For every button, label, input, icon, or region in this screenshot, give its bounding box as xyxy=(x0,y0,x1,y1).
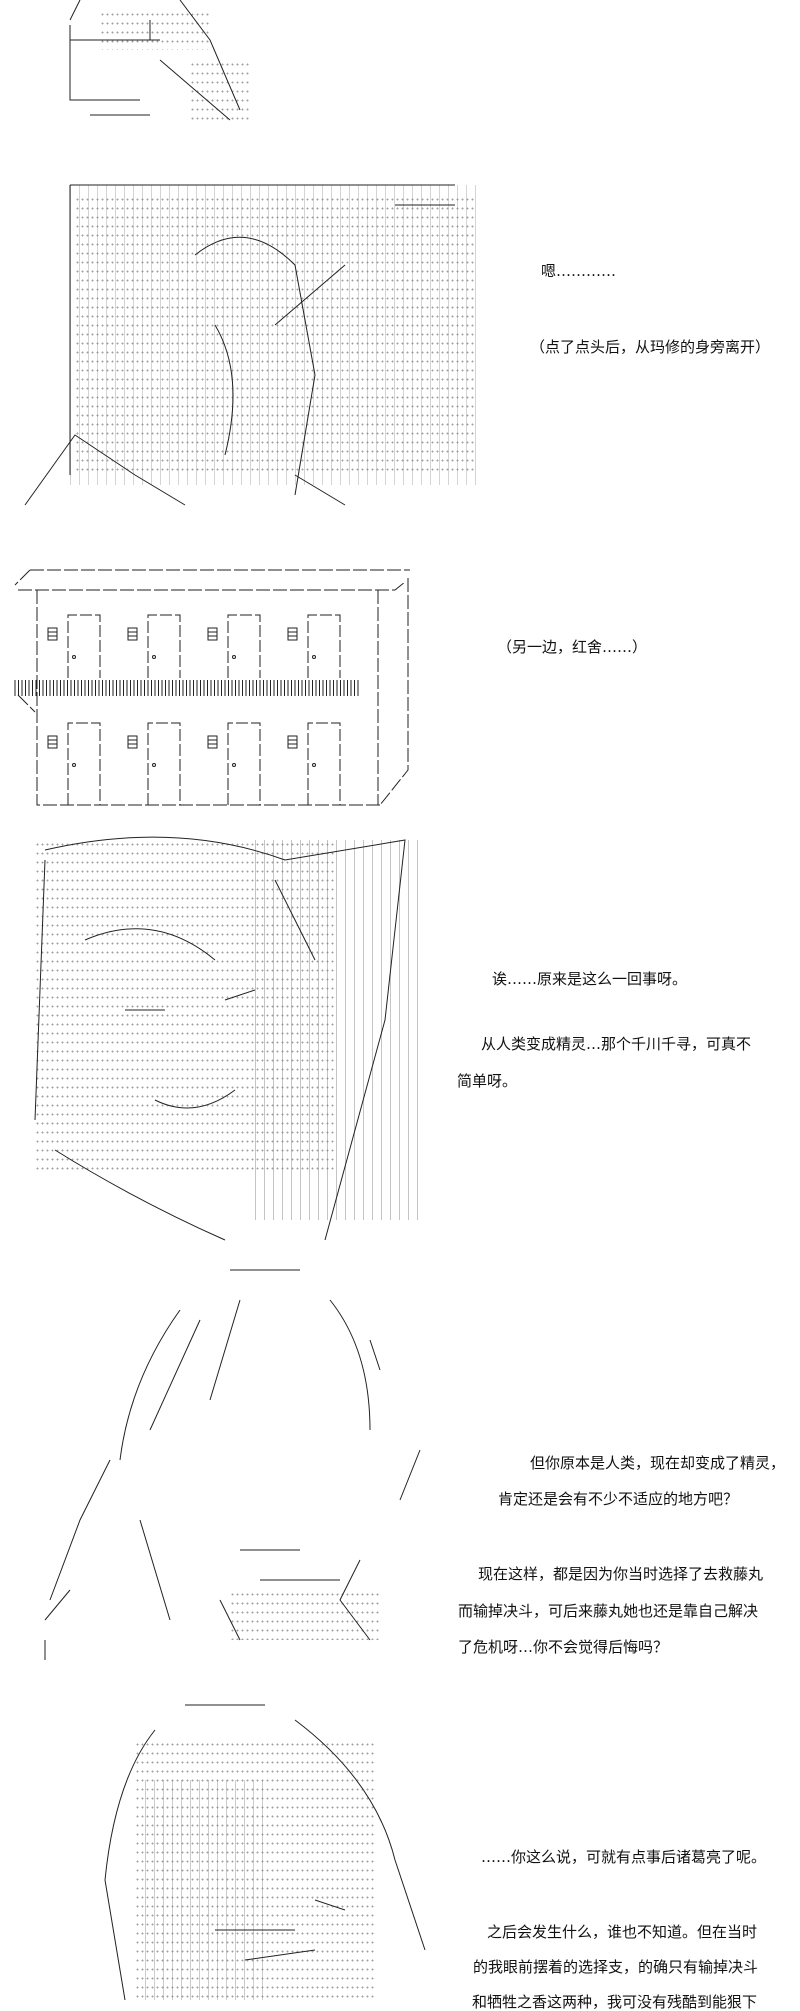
dialogue-line: 但你原本是人类，现在却变成了精灵， xyxy=(530,1454,786,1472)
ascii-art-panel-6 xyxy=(95,1700,435,2000)
dialogue-line: 了危机呀…你不会觉得后悔吗？ xyxy=(458,1638,669,1656)
dialogue-line: 诶……原来是这么一回事呀。 xyxy=(492,970,688,988)
narration-line: （点了点头后，从玛修的身旁离开） xyxy=(530,338,771,356)
dialogue-line: ……你这么说，可就有点事后诸葛亮了呢。 xyxy=(481,1848,767,1866)
dialogue-line: 之后会发生什么，谁也不知道。但在当时 xyxy=(487,1923,758,1941)
ascii-art-panel-4 xyxy=(25,820,425,1250)
ascii-art-panel-2 xyxy=(15,175,480,520)
dialogue-line: 现在这样，都是因为你当时选择了去救藤丸 xyxy=(478,1565,764,1583)
dialogue-line: 和牺牲之香这两种，我可没有残酷到能狠下 xyxy=(472,1993,758,2011)
dialogue-line: 而输掉决斗，可后来藤丸她也还是靠自己解决 xyxy=(458,1602,759,1620)
ascii-art-panel-1 xyxy=(60,0,280,125)
dialogue-line: 嗯………… xyxy=(541,262,617,280)
dialogue-line: 肯定还是会有不少不适应的地方吧？ xyxy=(498,1490,739,1508)
apartment-building-art xyxy=(0,560,420,810)
dialogue-line: 从人类变成精灵…那个千川千寻，可真不 xyxy=(481,1035,752,1053)
ascii-art-panel-5 xyxy=(40,1260,450,1660)
dialogue-line: 的我眼前摆着的选择支，的确只有输掉决斗 xyxy=(473,1958,759,1976)
dialogue-line: 简单呀。 xyxy=(457,1072,518,1090)
narration-line: （另一边，红舍……） xyxy=(497,638,648,656)
